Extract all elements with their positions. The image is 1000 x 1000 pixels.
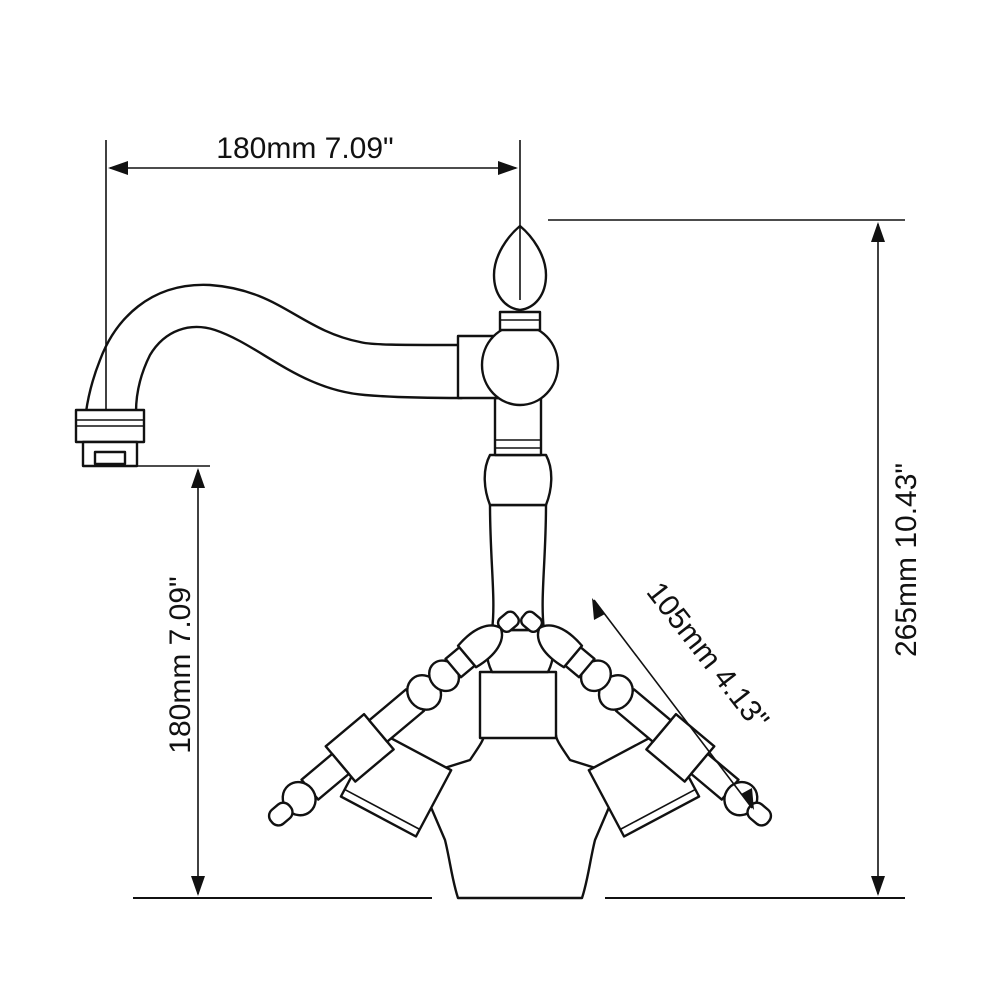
ball-joint — [480, 323, 560, 407]
column-shaft — [488, 503, 548, 632]
faucet-base — [398, 733, 642, 900]
column-collar — [478, 670, 558, 740]
aerator-outlet — [93, 450, 127, 466]
spout-height-label: 180mm 7.09" — [164, 576, 197, 753]
dimension-spout-height: 180mm 7.09" — [130, 465, 210, 896]
dimension-spout-reach: 180mm 7.09" — [105, 132, 521, 410]
ball-cap — [498, 310, 542, 332]
column-neck — [493, 396, 543, 457]
dimension-total-height: 265mm 10.43" — [548, 219, 923, 896]
spout-reach-label: 180mm 7.09" — [216, 132, 393, 165]
column-upper-knob — [483, 453, 553, 507]
total-height-label: 265mm 10.43" — [890, 463, 923, 657]
spout — [84, 283, 464, 414]
faucet-outline — [74, 224, 773, 900]
left-handle — [267, 610, 520, 827]
